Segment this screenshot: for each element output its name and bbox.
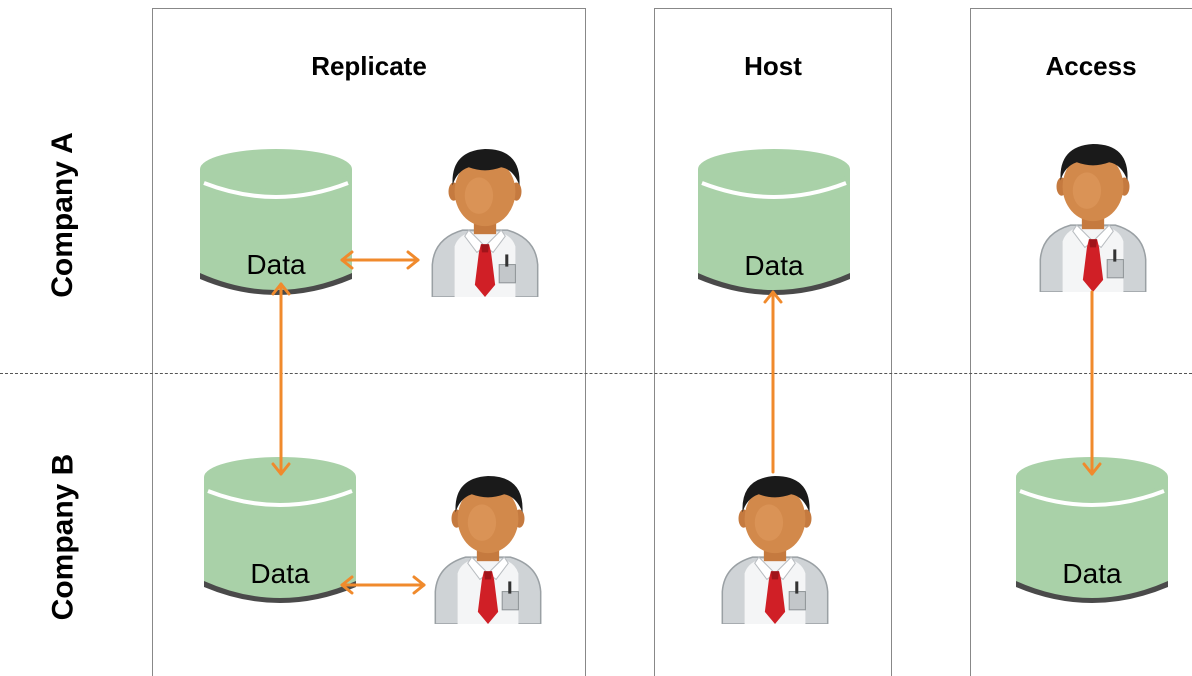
database-label: Data — [246, 249, 306, 280]
database-label: Data — [744, 250, 804, 281]
arrow-down — [1082, 290, 1102, 476]
database-label: Data — [250, 558, 310, 589]
company-divider — [0, 373, 1192, 374]
database-company-a-replicate: Data — [198, 147, 354, 297]
person-icon — [434, 475, 542, 624]
arrow-bidirectional-vertical — [271, 282, 291, 476]
person-icon — [431, 148, 539, 297]
host-title: Host — [744, 51, 802, 81]
database-company-b-access: Data — [1014, 455, 1170, 605]
arrow-bidirectional — [340, 250, 420, 270]
database-company-a-host: Data — [696, 147, 852, 297]
database-company-b-replicate: Data — [202, 455, 358, 605]
person-icon — [721, 475, 829, 624]
database-label: Data — [1062, 558, 1122, 589]
arrow-bidirectional — [340, 575, 426, 595]
replicate-title: Replicate — [311, 51, 427, 81]
arrow-up — [763, 290, 783, 474]
access-title: Access — [1045, 51, 1137, 81]
person-icon — [1039, 143, 1147, 292]
